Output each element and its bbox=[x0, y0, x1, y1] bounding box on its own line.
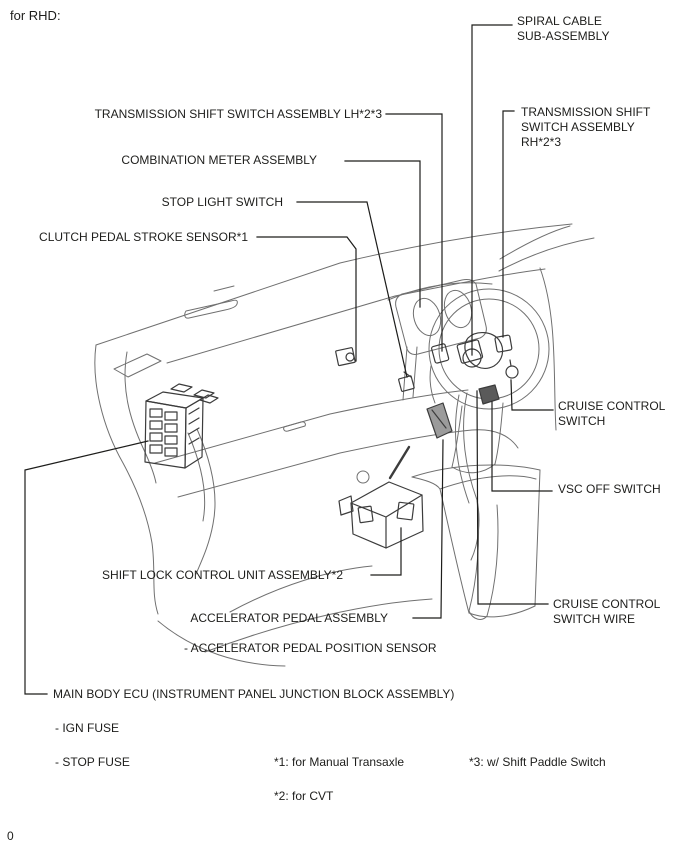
callout-spiral-cable: SPIRAL CABLE SUB-ASSEMBLY bbox=[517, 14, 610, 43]
accelerator-pedal-part bbox=[426, 402, 453, 439]
callout-combination-meter: COMBINATION METER ASSEMBLY bbox=[121, 153, 317, 167]
leader-transmission-shift-rh bbox=[502, 110, 515, 338]
callout-cruise-control-switch-wire: CRUISE CONTROL SWITCH WIRE bbox=[553, 597, 661, 626]
leader-transmission-shift-lh bbox=[385, 113, 443, 352]
callout-transmission-shift-rh: TRANSMISSION SHIFT SWITCH ASSEMBLY RH*2*… bbox=[521, 105, 651, 149]
callout-vsc-off-switch: VSC OFF SWITCH bbox=[558, 482, 661, 496]
page-header: for RHD: bbox=[10, 8, 61, 23]
leader-vsc-off-switch bbox=[491, 401, 553, 492]
shift-lock-control-unit-part bbox=[338, 445, 424, 549]
leader-clutch-pedal-stroke-sensor bbox=[256, 236, 357, 362]
vsc-off-switch-part bbox=[478, 384, 500, 405]
leader-main-body-ecu bbox=[24, 440, 149, 695]
callout-cruise-control-switch: CRUISE CONTROL SWITCH bbox=[558, 399, 666, 428]
instrument-panel-artwork bbox=[94, 223, 595, 667]
callout-accelerator-pedal-position-sensor: - ACCELERATOR PEDAL POSITION SENSOR bbox=[184, 641, 437, 655]
footnote-2: *2: for CVT bbox=[274, 789, 334, 803]
leader-cruise-control-switch-wire bbox=[476, 390, 549, 605]
cruise-control-switch-part bbox=[505, 359, 519, 379]
leader-accelerator-pedal bbox=[412, 439, 444, 619]
page-number: 0 bbox=[7, 829, 14, 843]
callout-stop-fuse: - STOP FUSE bbox=[55, 755, 130, 769]
footnote-3: *3: w/ Shift Paddle Switch bbox=[469, 755, 606, 769]
footnote-1: *1: for Manual Transaxle bbox=[274, 755, 405, 769]
transmission-shift-switch-rh-part bbox=[494, 334, 513, 353]
leader-cruise-control-switch bbox=[510, 379, 554, 411]
callout-accelerator-pedal: ACCELERATOR PEDAL ASSEMBLY bbox=[190, 611, 388, 625]
callout-stop-light-switch: STOP LIGHT SWITCH bbox=[161, 195, 283, 209]
callout-shift-lock-control-unit: SHIFT LOCK CONTROL UNIT ASSEMBLY*2 bbox=[102, 568, 343, 582]
clutch-pedal-stroke-sensor-part bbox=[335, 347, 356, 367]
component-parts-artwork bbox=[144, 332, 519, 549]
leader-shift-lock-control-unit bbox=[370, 527, 402, 576]
transmission-shift-switch-lh-part bbox=[431, 343, 450, 364]
callout-main-body-ecu: MAIN BODY ECU (INSTRUMENT PANEL JUNCTION… bbox=[53, 687, 455, 701]
callout-ign-fuse: - IGN FUSE bbox=[55, 721, 120, 735]
leader-lines bbox=[24, 24, 554, 695]
callout-transmission-shift-lh: TRANSMISSION SHIFT SWITCH ASSEMBLY LH*2*… bbox=[94, 107, 382, 121]
callout-clutch-pedal-stroke-sensor: CLUTCH PEDAL STROKE SENSOR*1 bbox=[39, 230, 248, 244]
main-body-ecu-part bbox=[144, 383, 219, 469]
stop-light-switch-part bbox=[398, 371, 415, 392]
leader-stop-light-switch bbox=[296, 201, 408, 378]
leader-combination-meter bbox=[344, 160, 421, 308]
leader-spiral-cable bbox=[471, 24, 513, 356]
